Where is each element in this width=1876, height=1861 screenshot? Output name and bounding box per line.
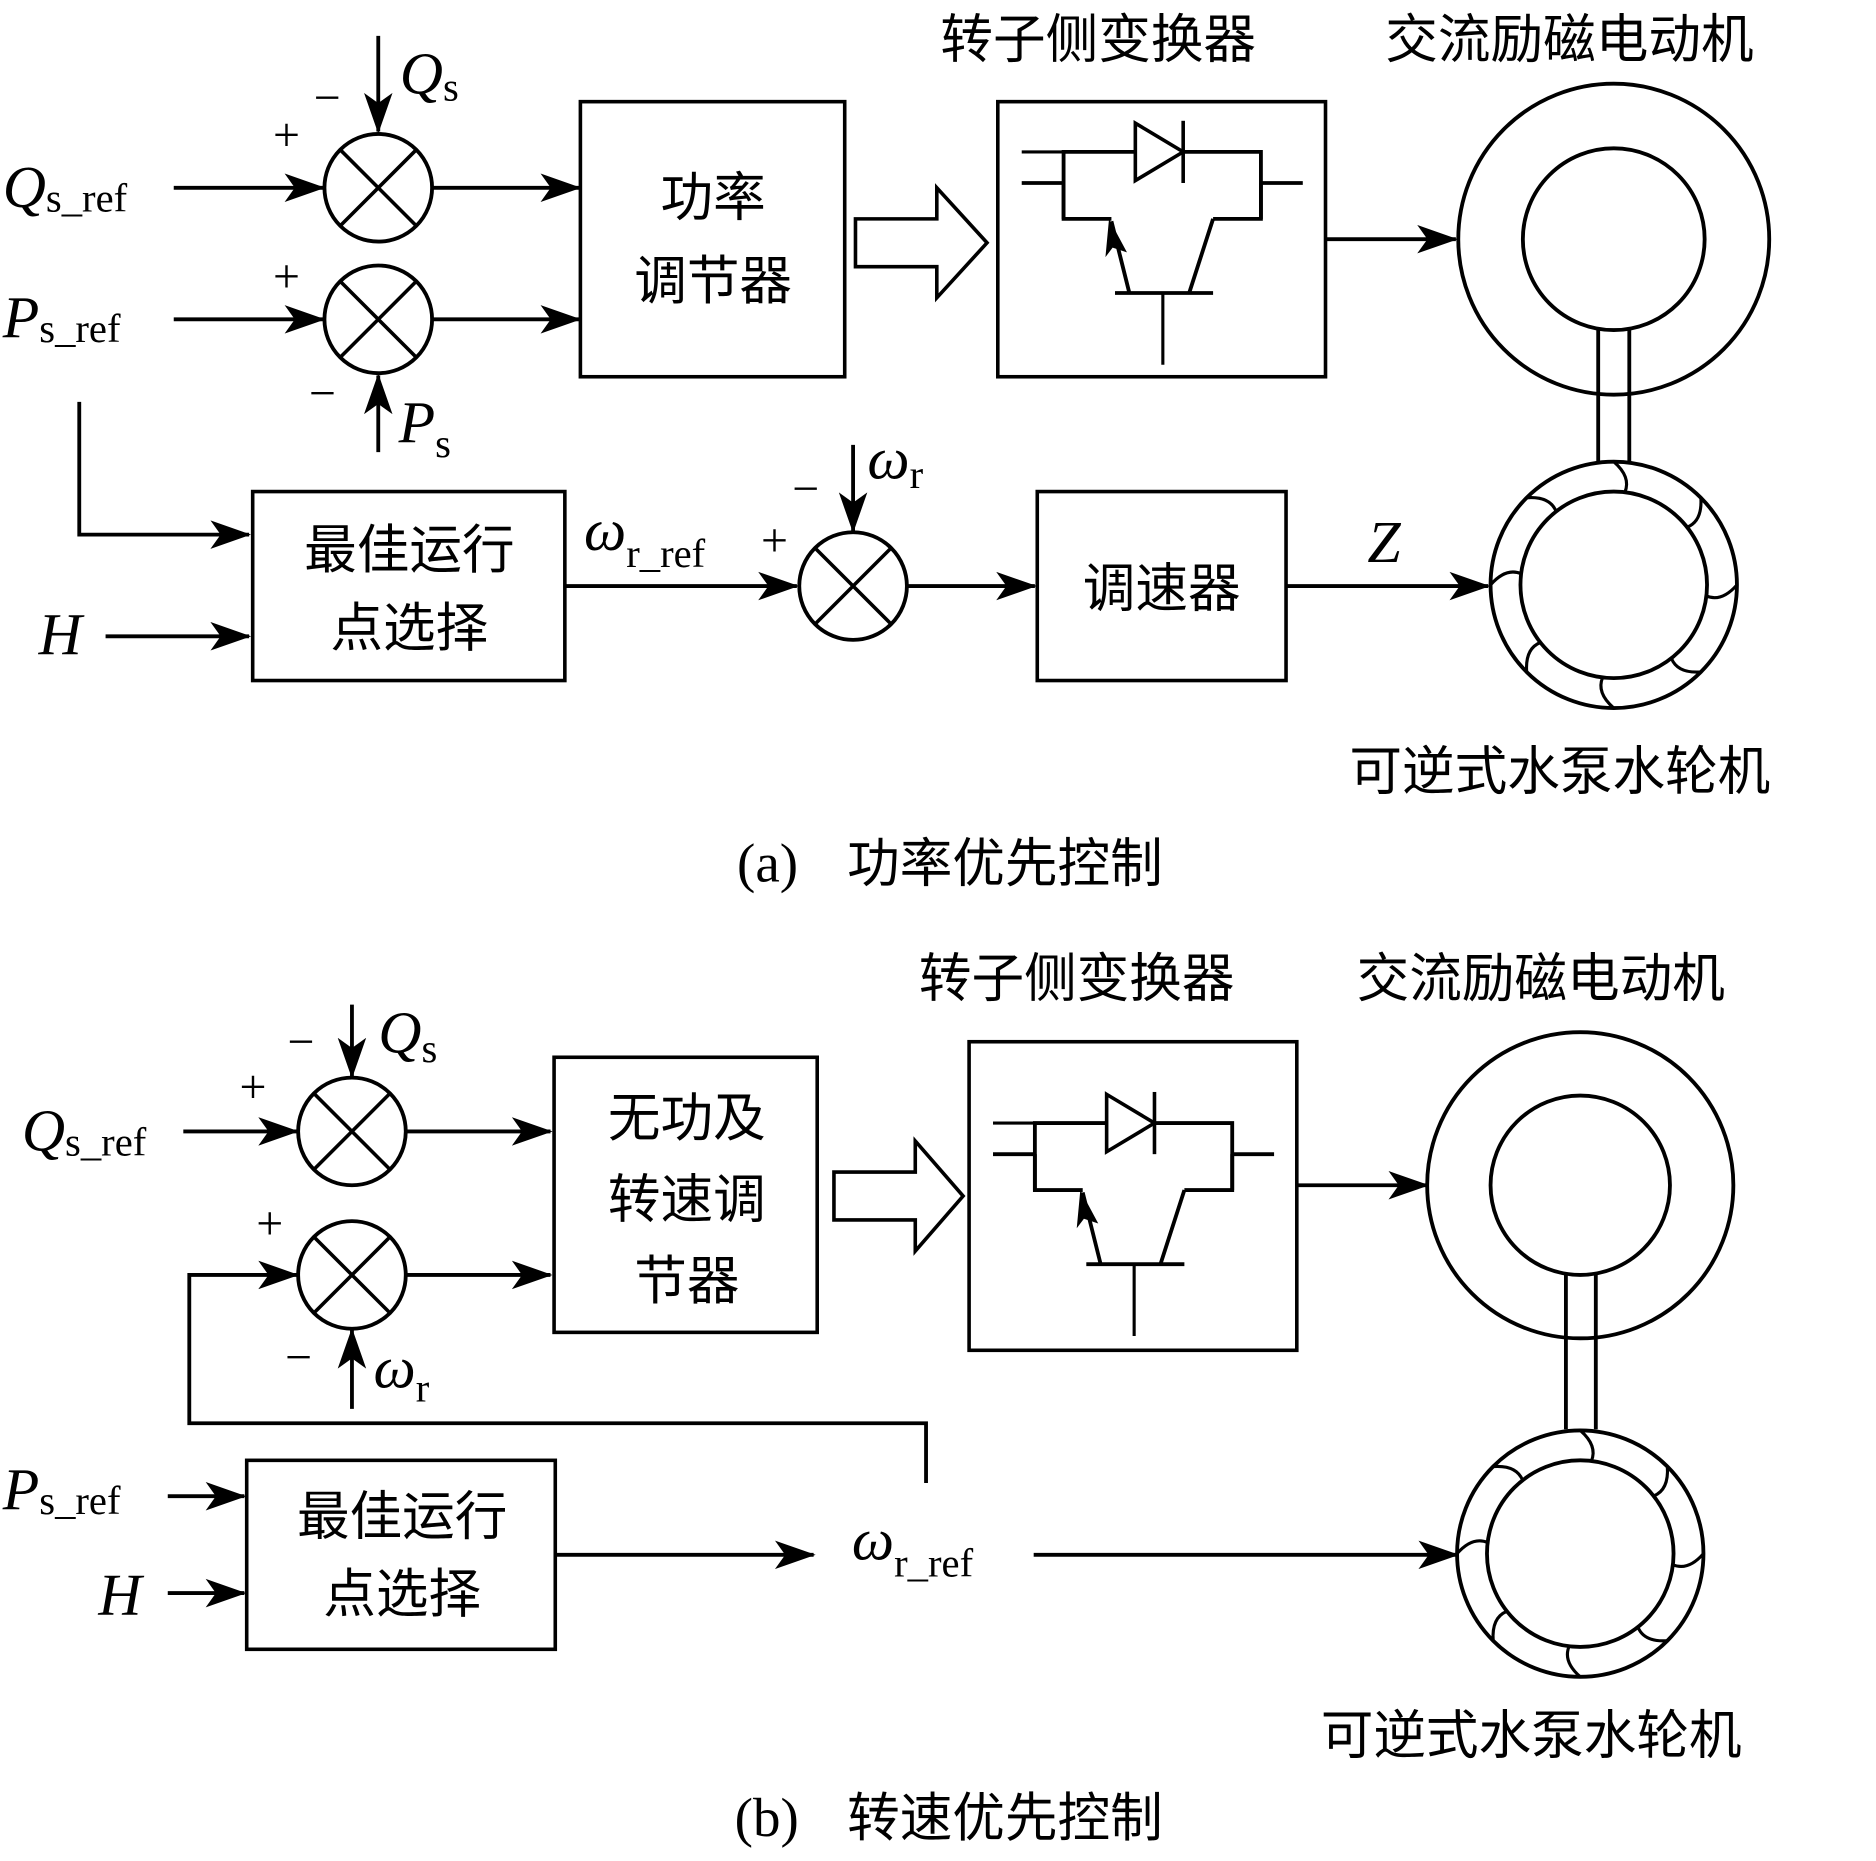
turbine-vane — [1489, 570, 1522, 586]
converter-label: 转子侧变换器 — [940, 9, 1256, 70]
optimal-point-block — [250, 489, 567, 683]
turbine-vane — [1705, 583, 1739, 600]
input-p-ref-label: Ps_ref — [2, 284, 121, 351]
turbine-vane — [1493, 1464, 1525, 1481]
p-ref-branch-arrow — [77, 401, 252, 549]
summing-junction-w — [296, 1219, 408, 1331]
sign-minus: − — [792, 463, 819, 516]
summing-junction-w — [797, 530, 909, 642]
converter-label: 转子侧变换器 — [919, 948, 1235, 1009]
summing-junction-q — [322, 132, 434, 244]
summing-junction-q — [296, 1075, 408, 1188]
wr-label: ωr — [867, 425, 923, 497]
power-regulator-block — [578, 99, 847, 379]
z-label: Z — [1367, 509, 1401, 575]
ps-label: Ps — [398, 390, 451, 466]
optimal-point-label: 最佳运行 — [304, 520, 514, 581]
turbine-vane — [1653, 1466, 1670, 1498]
sign-minus: − — [287, 1015, 314, 1068]
caption-b-tag: (b) — [735, 1787, 799, 1848]
qs-label: Qs — [378, 999, 437, 1071]
turbine-inner-ring — [1485, 1458, 1676, 1649]
wr-ref-feedforward-arrow — [187, 1260, 928, 1484]
wr-ref-label: ωr_ref — [584, 497, 706, 576]
input-h-label: H — [97, 1562, 144, 1628]
turbine-inner-ring — [1518, 489, 1709, 681]
wr-label: ωr — [373, 1334, 429, 1410]
turbine-vane — [1565, 1645, 1582, 1678]
sign-minus: − — [309, 367, 336, 420]
shaft-icon — [1563, 1274, 1598, 1430]
speed-governor-block — [1035, 489, 1288, 683]
caption-b-text: 转速优先控制 — [847, 1788, 1163, 1849]
pump-turbine-icon — [1488, 459, 1739, 710]
turbine-vane — [1599, 676, 1615, 710]
turbine-vane — [1579, 1429, 1595, 1462]
turbine-vane — [1526, 496, 1558, 513]
ac-excited-motor-icon — [1425, 1030, 1736, 1341]
turbine-vane — [1491, 1609, 1508, 1641]
turbine-label: 可逆式水泵水轮机 — [1321, 1705, 1742, 1766]
sign-plus: + — [273, 250, 300, 303]
turbine-vane — [1672, 1552, 1705, 1569]
optimal-point-label: 点选择 — [323, 1564, 481, 1625]
input-q-ref-label: Qs_ref — [3, 154, 128, 221]
regulator-label: 节器 — [634, 1251, 739, 1312]
hollow-arrow-icon — [853, 183, 990, 303]
sign-plus: + — [240, 1061, 267, 1114]
input-q-ref-label: Qs_ref — [22, 1098, 147, 1165]
turbine-vane — [1669, 657, 1701, 674]
wr-ref-label: ωr_ref — [852, 1507, 974, 1586]
sign-plus: + — [256, 1197, 283, 1250]
motor-label: 交流励磁电动机 — [1357, 948, 1725, 1009]
turbine-vane — [1524, 641, 1541, 673]
summing-junction-p — [322, 263, 434, 376]
turbine-label: 可逆式水泵水轮机 — [1349, 741, 1770, 802]
hollow-arrow-icon — [832, 1136, 966, 1256]
regulator-label: 无功及 — [608, 1088, 766, 1149]
speed-governor-label: 调速器 — [1083, 558, 1241, 619]
ac-excited-motor-icon — [1456, 81, 1772, 397]
power-regulator-label: 功率 — [661, 167, 766, 228]
qs-label: Qs — [400, 40, 459, 109]
panel-b: 转子侧变换器 交流励磁电动机 Qs_ref + − Qs + − ωr 无功及 … — [2, 948, 1742, 1849]
input-p-ref-label: Ps_ref — [2, 1456, 121, 1523]
optimal-point-block — [244, 1458, 558, 1652]
power-regulator-label: 调节器 — [634, 251, 792, 312]
turbine-vane — [1612, 460, 1629, 493]
sign-plus: + — [761, 514, 788, 567]
turbine-vane — [1636, 1626, 1668, 1643]
regulator-label: 转速调 — [608, 1170, 766, 1231]
reactive-speed-regulator-block — [552, 1055, 819, 1335]
caption-a-tag: (a) — [737, 832, 798, 893]
sign-minus: − — [285, 1331, 312, 1384]
input-h-label: H — [38, 601, 85, 667]
turbine-vane — [1455, 1539, 1489, 1555]
caption-a-text: 功率优先控制 — [847, 833, 1163, 894]
optimal-point-label: 点选择 — [330, 598, 488, 659]
sign-plus: + — [273, 109, 300, 162]
shaft-icon — [1596, 330, 1632, 463]
turbine-vane — [1686, 497, 1703, 529]
panel-a: 转子侧变换器 交流励磁电动机 Qs_ref + − Qs Ps_ref + − … — [2, 9, 1772, 894]
sign-minus: − — [314, 72, 341, 125]
pump-turbine-icon — [1455, 1428, 1706, 1679]
motor-label: 交流励磁电动机 — [1385, 9, 1753, 70]
optimal-point-label: 最佳运行 — [297, 1486, 507, 1547]
